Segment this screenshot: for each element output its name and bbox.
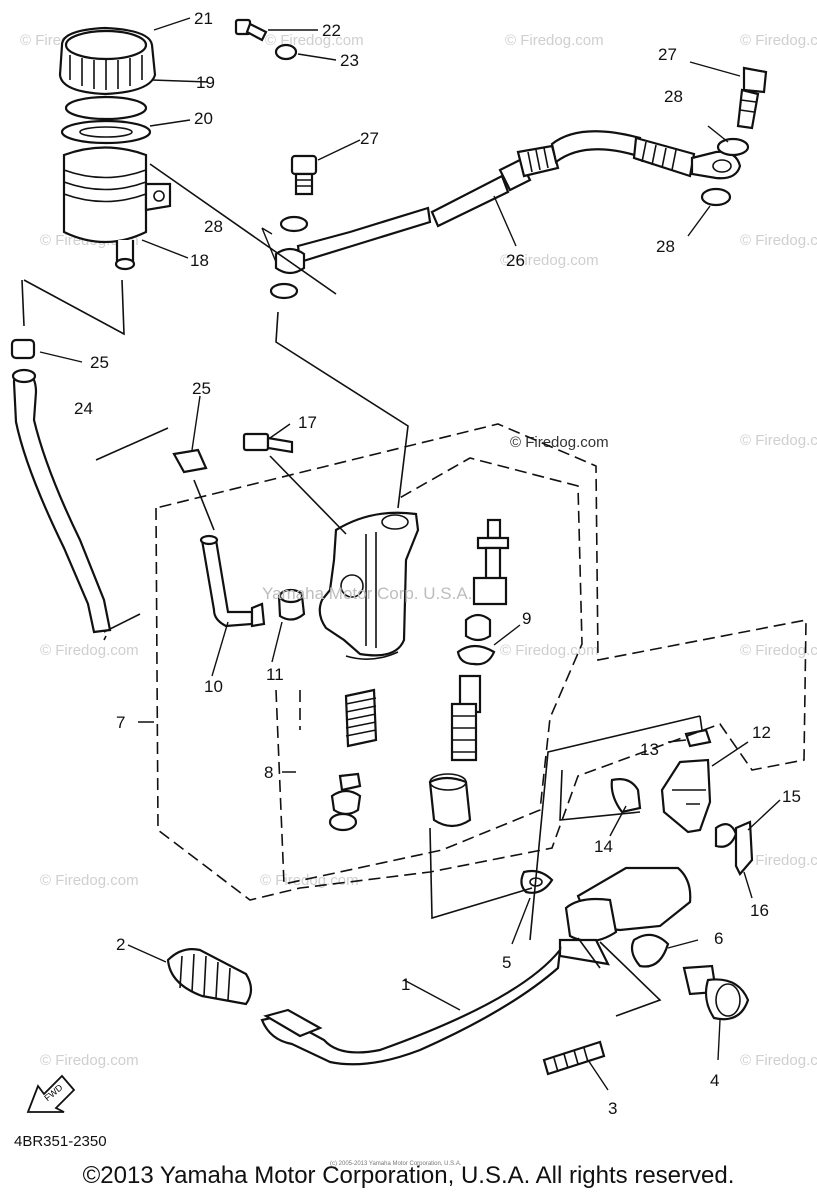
callout-labels: 1 2 3 4 5 6 7 8 9 10 11 12 13 14 15 16 1… <box>74 9 801 1118</box>
callout-10: 10 <box>204 677 223 696</box>
clevis-parts <box>610 728 754 876</box>
brake-hose-assembly <box>269 66 768 300</box>
callout-27: 27 <box>360 129 379 148</box>
watermark-group: © Firedog.com © Firedog.com © Firedog.co… <box>20 32 817 1069</box>
callout-28-third: 28 <box>656 237 675 256</box>
piston-kits <box>328 518 510 832</box>
callout-27-second: 27 <box>658 45 677 64</box>
callout-2: 2 <box>116 935 125 954</box>
watermark: © Firedog.com <box>40 872 139 889</box>
master-cylinder <box>242 432 420 660</box>
callout-22: 22 <box>322 21 341 40</box>
callout-17: 17 <box>298 413 317 432</box>
watermark: © Firedog.com <box>260 872 359 889</box>
forward-arrow: FWD <box>26 1074 76 1113</box>
callout-11: 11 <box>266 665 284 684</box>
watermark-dark: © Firedog.com <box>510 434 609 451</box>
callout-7: 7 <box>116 713 125 732</box>
callout-25: 25 <box>90 353 109 372</box>
watermark: © Firedog.com <box>500 642 599 659</box>
part-code: 4BR351-2350 <box>14 1133 107 1150</box>
watermark: © Firedog.com <box>740 642 817 659</box>
callout-18: 18 <box>190 251 209 270</box>
bolt-washer-22-23 <box>234 18 298 61</box>
callout-6: 6 <box>714 929 723 948</box>
callout-23: 23 <box>340 51 359 70</box>
hose-and-clips <box>10 338 306 634</box>
watermark: © Firedog.com <box>740 1052 817 1069</box>
center-watermark: Yamaha Motor Corp. U.S.A. <box>262 584 473 603</box>
callout-28-second: 28 <box>664 87 683 106</box>
tiny-copyright-note: (c) 2005-2013 Yamaha Motor Corporation, … <box>330 1161 462 1167</box>
callout-4: 4 <box>710 1071 719 1090</box>
watermark: © Firedog.com <box>40 1052 139 1069</box>
leader-lines <box>21 17 781 1091</box>
assembly-outlines <box>155 423 807 901</box>
watermark: © Firedog.com <box>500 252 599 269</box>
callout-9: 9 <box>522 609 531 628</box>
watermark: © Firedog.com <box>740 852 817 869</box>
callout-21: 21 <box>194 9 213 28</box>
callout-25-second: 25 <box>192 379 211 398</box>
callout-26: 26 <box>506 251 525 270</box>
brake-pedal <box>166 866 750 1076</box>
callout-3: 3 <box>608 1099 617 1118</box>
callout-20: 20 <box>194 109 213 128</box>
copyright-notice: ©2013 Yamaha Motor Corporation, U.S.A. A… <box>82 1162 735 1189</box>
callout-16: 16 <box>750 901 769 920</box>
callout-14: 14 <box>594 837 613 856</box>
callout-12: 12 <box>752 723 771 742</box>
watermark: © Firedog.com <box>740 232 817 249</box>
watermark: © Firedog.com <box>740 432 817 449</box>
callout-13: 13 <box>640 740 659 759</box>
callout-24: 24 <box>74 399 93 418</box>
callout-19: 19 <box>196 73 215 92</box>
callout-1: 1 <box>401 975 410 994</box>
callout-28: 28 <box>204 217 223 236</box>
watermark: © Firedog.com <box>40 642 139 659</box>
reservoir-assembly <box>58 26 172 271</box>
callout-5: 5 <box>502 953 511 972</box>
watermark: © Firedog.com <box>740 32 817 49</box>
callout-15: 15 <box>782 787 801 806</box>
callout-8: 8 <box>264 763 273 782</box>
watermark: © Firedog.com <box>505 32 604 49</box>
